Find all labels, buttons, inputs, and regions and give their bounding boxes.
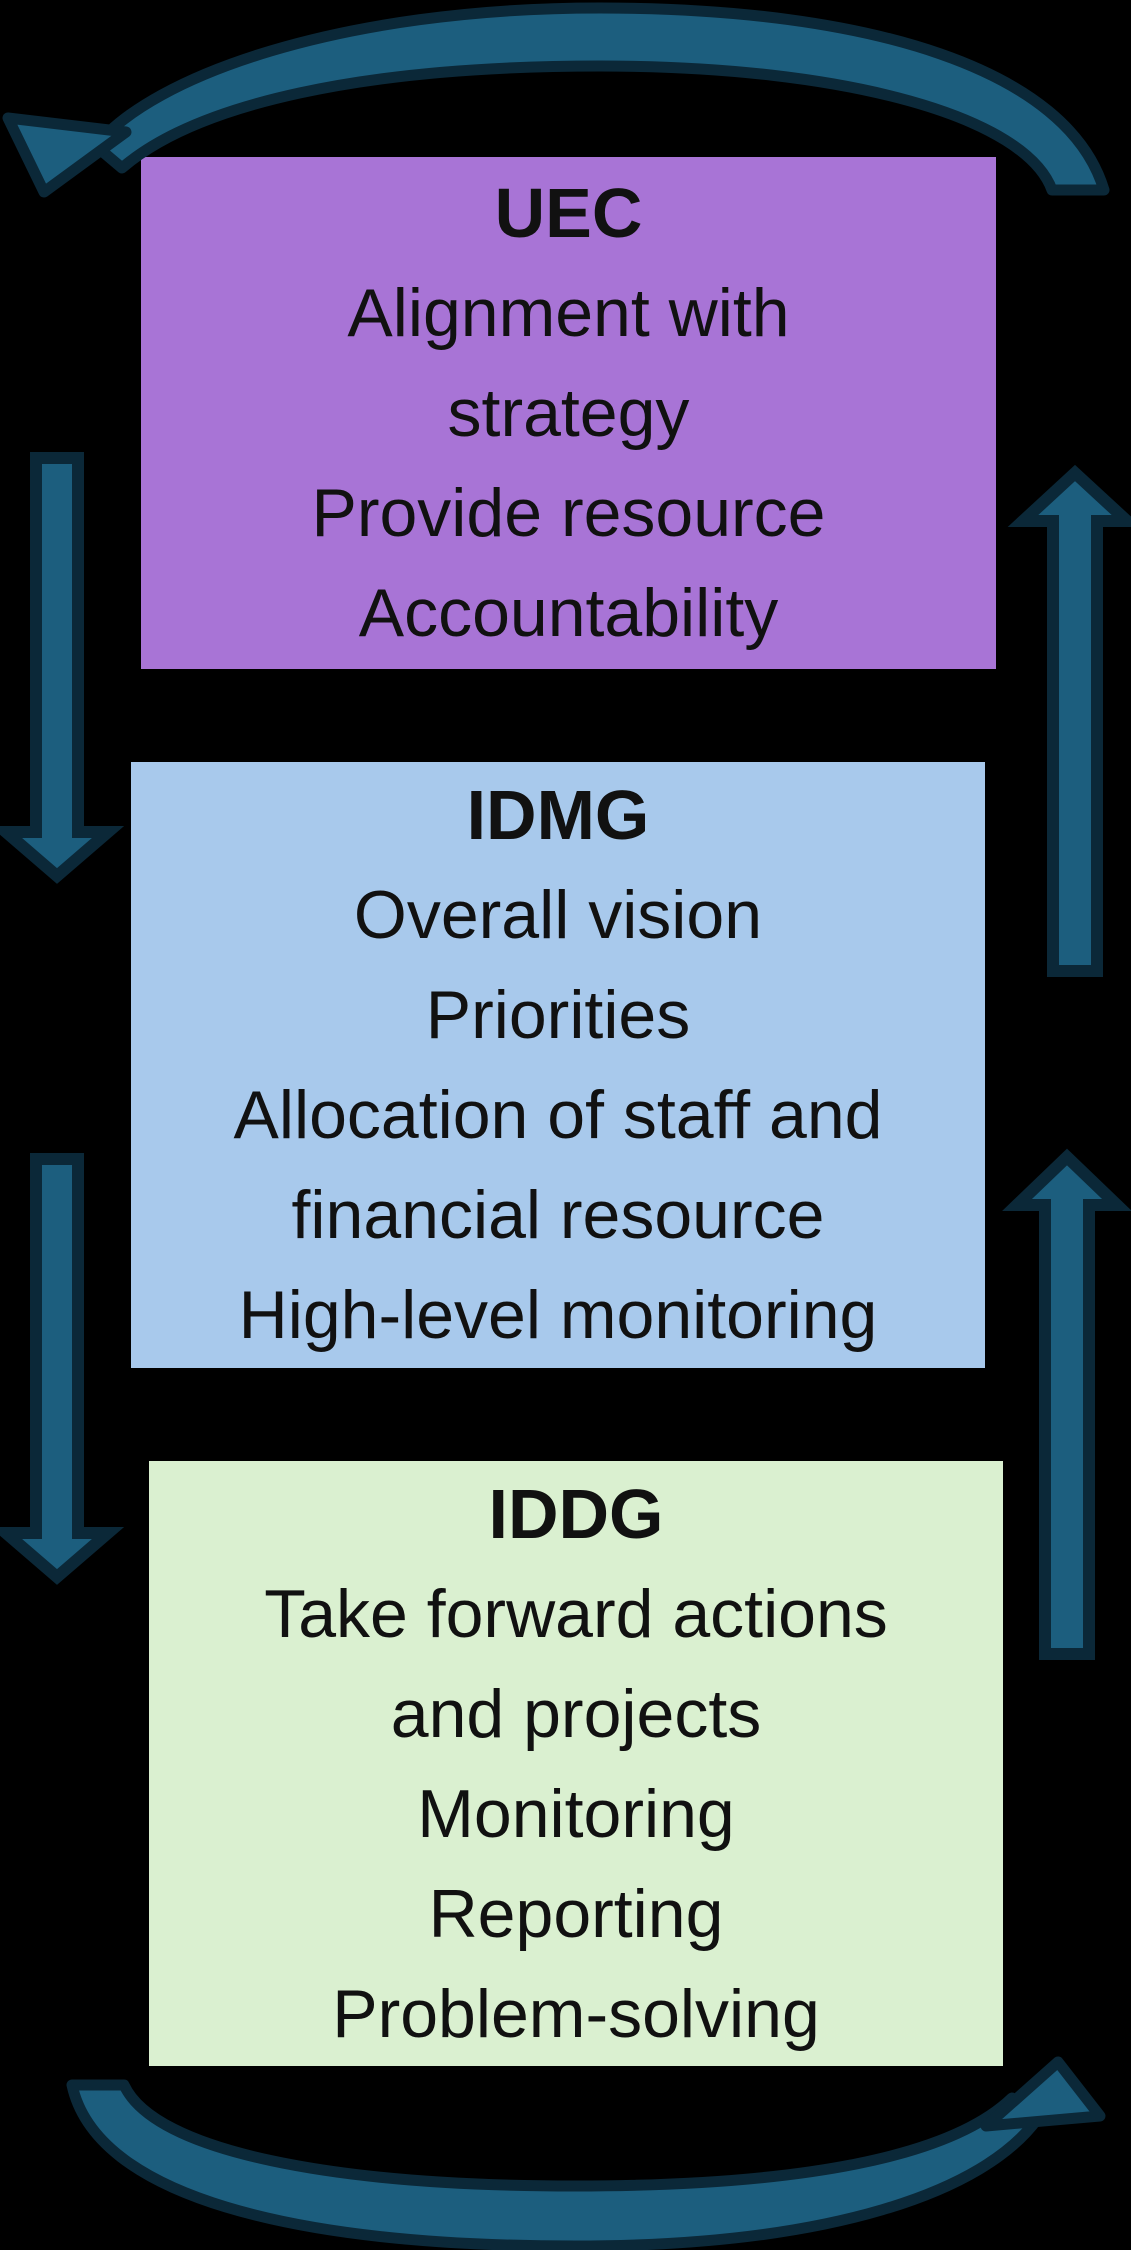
uec-box-title: UEC <box>494 174 643 252</box>
iddg-to-idmg-arrow <box>1002 1148 1131 1660</box>
iddg-box-line: Reporting <box>428 1875 724 1952</box>
cycle-top-arrowhead-icon <box>2 112 132 198</box>
cycle-top-arrow-body <box>90 2 1110 196</box>
idmg-box-line: Priorities <box>425 977 691 1053</box>
iddg-box-line: and projects <box>390 1675 762 1752</box>
down-arrow-icon <box>0 452 125 884</box>
up-arrow-icon <box>1007 464 1131 977</box>
cycle-bottom-arrow-body <box>66 2079 1044 2250</box>
uec-box: UEC Alignment with strategy Provide reso… <box>141 157 996 669</box>
idmg-box: IDMG Overall vision Priorities Allocatio… <box>131 762 985 1368</box>
idmg-box-line: Allocation of staff and <box>233 1077 883 1153</box>
idmg-to-iddg-arrow <box>0 1153 125 1585</box>
idmg-to-uec-arrow <box>1007 464 1131 977</box>
uec-to-idmg-arrow <box>0 452 125 884</box>
idmg-box-line: financial resource <box>291 1177 825 1253</box>
uec-box-line: strategy <box>447 375 690 451</box>
uec-box-line: Alignment with <box>347 275 790 351</box>
cycle-bottom-arrow <box>66 2056 1106 2250</box>
iddg-box-line: Take forward actions <box>264 1575 888 1652</box>
iddg-box-title: IDDG <box>488 1474 664 1553</box>
uec-box-line: Accountability <box>358 575 779 651</box>
idmg-box-line: High-level monitoring <box>238 1277 878 1353</box>
down-arrow-icon <box>0 1153 125 1585</box>
iddg-box: IDDG Take forward actions and projects M… <box>149 1461 1003 2066</box>
idmg-box-line: Overall vision <box>353 877 763 953</box>
cycle-top-arrow <box>2 2 1110 198</box>
up-arrow-icon <box>1002 1148 1131 1660</box>
iddg-box-line: Problem-solving <box>332 1975 820 2052</box>
idmg-box-title: IDMG <box>466 776 650 854</box>
cycle-bottom-arrowhead-icon <box>980 2056 1106 2132</box>
uec-box-line: Provide resource <box>311 475 826 551</box>
iddg-box-line: Monitoring <box>417 1775 735 1852</box>
